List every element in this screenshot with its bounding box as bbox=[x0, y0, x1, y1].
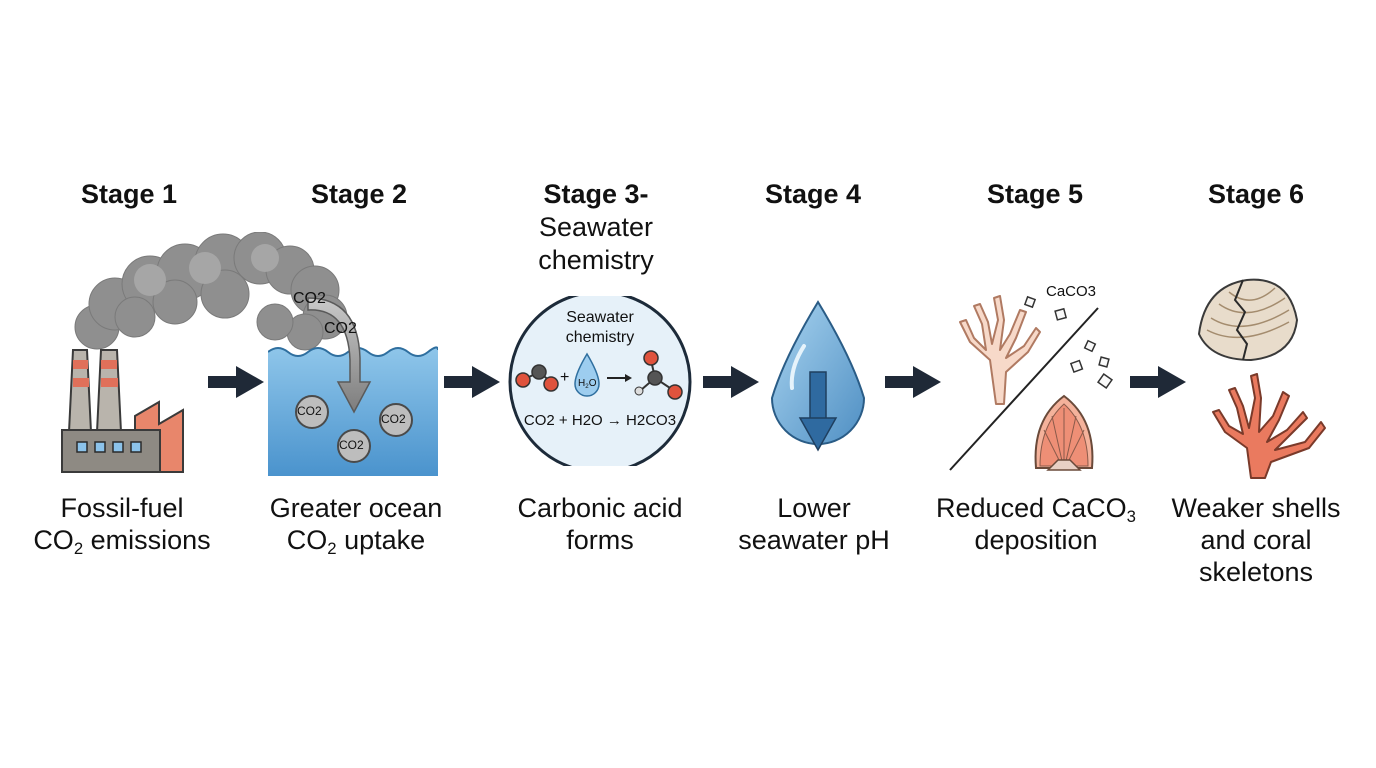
seawater-chemistry-circle bbox=[508, 296, 692, 466]
stage-5-caption-line1: Reduced CaCO3 bbox=[936, 493, 1136, 527]
stage-4-title-text: Stage 4 bbox=[764, 179, 862, 209]
stage-6-caption-line3: skeletons bbox=[1198, 557, 1314, 587]
flow-arrow-1-2 bbox=[208, 366, 264, 398]
chemistry-inner-title: Seawater chemistry bbox=[565, 309, 635, 346]
red-coral bbox=[1212, 373, 1326, 479]
cracked-shell bbox=[1197, 278, 1299, 362]
stage-3-caption: Carbonic acid forms bbox=[480, 492, 720, 556]
reduced-deposition-illustration bbox=[949, 295, 1114, 471]
co2-label-bubble-2: CO2 bbox=[381, 412, 406, 426]
stage-1-title: Stage 1 bbox=[19, 178, 239, 211]
stage-4-caption-line2: seawater pH bbox=[738, 525, 890, 555]
water-drop-icon bbox=[574, 352, 600, 397]
flow-arrow-4-5 bbox=[885, 366, 941, 398]
stage-6-caption-line1: Weaker shells bbox=[1171, 493, 1341, 523]
stage-3-caption-line2: forms bbox=[566, 525, 634, 555]
stage-4-title: Stage 4 bbox=[703, 178, 923, 211]
stage-3-caption-line1: Carbonic acid bbox=[517, 493, 683, 523]
co2-bubble bbox=[337, 429, 371, 463]
stage-3-title-text: Stage 3- bbox=[543, 179, 649, 209]
caco3-crystals bbox=[1023, 295, 1114, 390]
stage-5-caption-line2: deposition bbox=[974, 525, 1098, 555]
caco3-label: CaCO3 bbox=[1046, 283, 1097, 300]
stage-6-title-text: Stage 6 bbox=[1207, 179, 1305, 209]
stage-2-caption: Greater ocean CO2 uptake bbox=[236, 492, 476, 559]
chimney-left bbox=[67, 349, 93, 433]
carbonic-acid-equation: CO2 + H2O → H2CO3 bbox=[523, 412, 677, 429]
down-arrow-icon bbox=[798, 371, 838, 452]
stage-2-title-text: Stage 2 bbox=[310, 179, 408, 209]
co2-molecule bbox=[515, 364, 559, 392]
ocean-uptake-illustration bbox=[268, 297, 438, 476]
chimney-right bbox=[95, 349, 123, 433]
stage-4-caption: Lower seawater pH bbox=[694, 492, 934, 556]
weaker-shells-illustration bbox=[1197, 278, 1326, 479]
divider-line bbox=[949, 307, 1099, 471]
stage-6-caption-line2: and coral bbox=[1200, 525, 1312, 555]
stage-5-title: Stage 5 bbox=[925, 178, 1145, 211]
stage-3-title: Stage 3- Seawater chemistry bbox=[486, 178, 706, 277]
stage-2-caption-line1: Greater ocean bbox=[269, 493, 443, 523]
co2-label-bubble-3: CO2 bbox=[339, 438, 364, 452]
flow-arrow-2-3 bbox=[444, 366, 500, 398]
stage-1-caption-line2: CO2 emissions bbox=[33, 525, 211, 559]
stage-1-title-text: Stage 1 bbox=[80, 179, 178, 209]
stage-1-caption: Fossil-fuel CO2 emissions bbox=[2, 492, 242, 559]
stage-3-title-line3: chemistry bbox=[538, 245, 654, 275]
pale-coral bbox=[959, 295, 1041, 405]
stage-2-caption-line2: CO2 uptake bbox=[286, 525, 426, 559]
scallop-shell bbox=[1034, 394, 1094, 471]
chemistry-plus-sign: + bbox=[560, 369, 570, 386]
flow-arrow-5-6 bbox=[1130, 366, 1186, 398]
stage-4-caption-line1: Lower bbox=[777, 493, 851, 523]
co2-bubble bbox=[295, 395, 329, 429]
lower-ph-drop-illustration bbox=[770, 300, 866, 452]
stage-6-title: Stage 6 bbox=[1146, 178, 1366, 211]
stage-6-caption: Weaker shells and coral skeletons bbox=[1136, 492, 1376, 588]
flow-arrow-3-4 bbox=[703, 366, 759, 398]
co2-absorption-arrow bbox=[307, 297, 372, 414]
stage-1-caption-line1: Fossil-fuel bbox=[60, 493, 184, 523]
co2-label-bubble-1: CO2 bbox=[297, 404, 322, 418]
stage-3-title-line2: Seawater bbox=[538, 212, 654, 242]
stage-2-title: Stage 2 bbox=[249, 178, 469, 211]
water-formula-label: H2O bbox=[578, 378, 597, 390]
carbonic-acid-molecule bbox=[634, 350, 683, 400]
co2-label-air-2: CO2 bbox=[324, 320, 357, 337]
stage-5-title-text: Stage 5 bbox=[986, 179, 1084, 209]
co2-bubble bbox=[379, 403, 413, 437]
co2-label-air-1: CO2 bbox=[293, 290, 326, 307]
stage-5-caption: Reduced CaCO3 deposition bbox=[916, 492, 1156, 556]
